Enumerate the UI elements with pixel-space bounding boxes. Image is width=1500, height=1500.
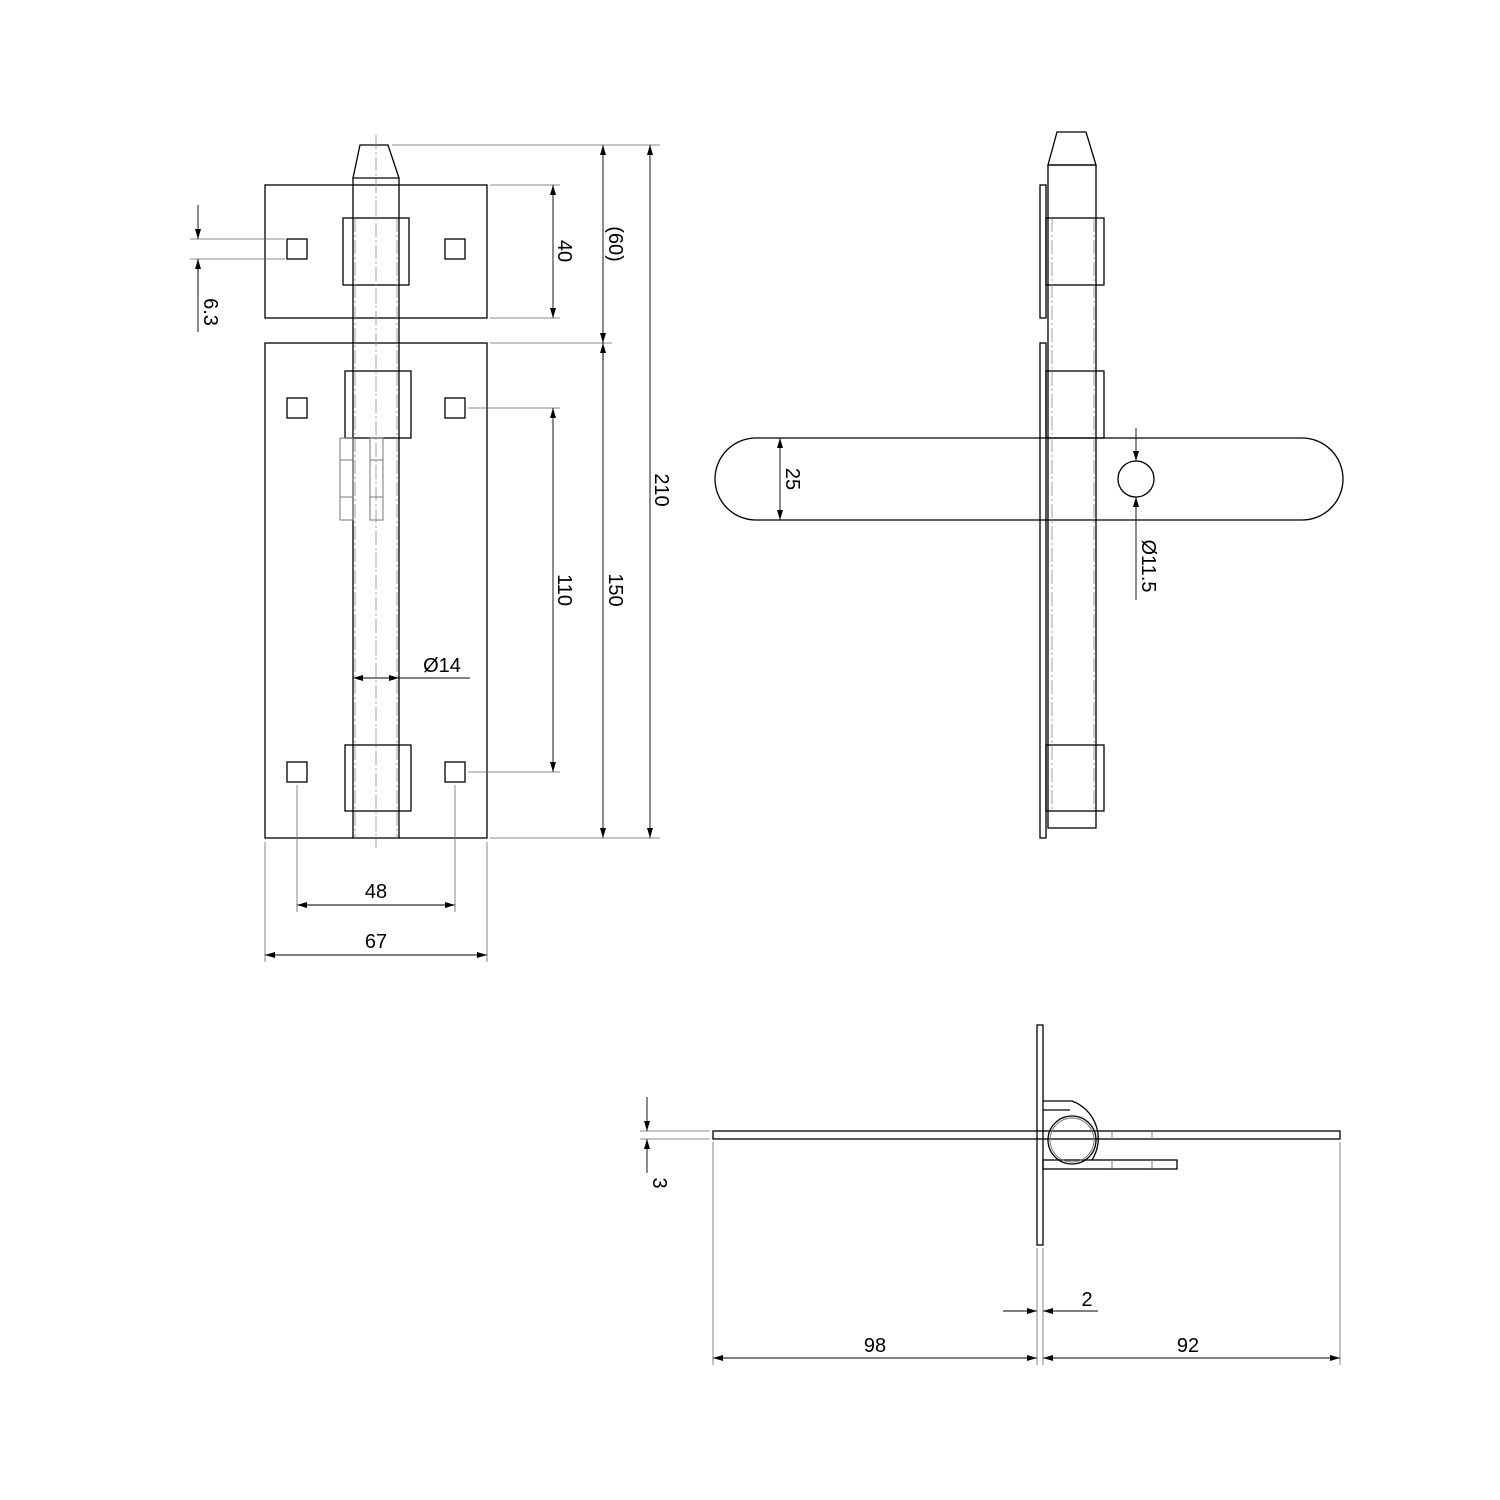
extension-lines-6-3	[190, 238, 285, 260]
lower-handle-edge	[1042, 1159, 1178, 1170]
bolt-hidden-lines	[354, 218, 398, 838]
screw-hole	[286, 397, 308, 419]
bolt-hidden-lines	[1051, 218, 1095, 811]
bolt-section-inner	[1049, 1117, 1095, 1163]
dim-40: 40	[553, 240, 575, 262]
dim-6-3: 6.3	[199, 298, 221, 326]
handle-stub-left	[339, 437, 354, 521]
handle-stub-right	[369, 437, 384, 521]
handle-section-lines	[1111, 1131, 1153, 1169]
dim-210: 210	[650, 473, 672, 506]
dim-60: (60)	[604, 226, 626, 262]
dim-diameter-11-5: Ø11.5	[1137, 540, 1159, 593]
extension-lines	[640, 1130, 1341, 1365]
guide-block-bottom	[1045, 744, 1105, 812]
dim-110: 110	[553, 574, 575, 606]
handle-bar	[714, 437, 1344, 521]
bolt-section	[1047, 1115, 1097, 1165]
base-plate-edge	[1036, 1024, 1044, 1246]
handle-bar-edge	[712, 1130, 1341, 1140]
extension-lines-width	[264, 785, 488, 962]
dim-48: 48	[365, 881, 387, 903]
dim-67: 67	[365, 931, 387, 953]
dim-diameter-14: Ø14	[423, 655, 461, 677]
screw-hole	[286, 761, 308, 783]
bolt-loop	[1043, 1100, 1099, 1161]
extension-lines	[392, 144, 660, 839]
guide-block-middle	[1045, 370, 1105, 439]
screw-hole	[444, 761, 466, 783]
screw-hole	[444, 238, 466, 260]
dim-25: 25	[781, 468, 803, 490]
bolt-body	[1047, 164, 1097, 829]
upper-plate-edge	[1039, 184, 1047, 319]
screw-hole	[286, 238, 308, 260]
dim-92: 92	[1177, 1335, 1199, 1357]
bottom-view: 3 2 98 92	[640, 1024, 1341, 1365]
dim-2: 2	[1081, 1289, 1092, 1311]
side-view: 25 Ø11.5	[714, 131, 1344, 839]
dim-150: 150	[604, 573, 626, 606]
handle-stub-lines	[340, 459, 383, 498]
lower-plate-edge	[1039, 342, 1047, 839]
guide-block-bottom	[344, 744, 412, 812]
handle-hole	[1117, 460, 1155, 498]
dim-3: 3	[648, 1177, 670, 1188]
dim-98: 98	[864, 1335, 886, 1357]
guide-block-top	[1045, 217, 1105, 286]
front-view: 40 (60) 210 150 110 Ø14 6.3 48 67	[190, 135, 672, 962]
bolt-tip	[1047, 131, 1097, 166]
screw-hole	[444, 397, 466, 419]
